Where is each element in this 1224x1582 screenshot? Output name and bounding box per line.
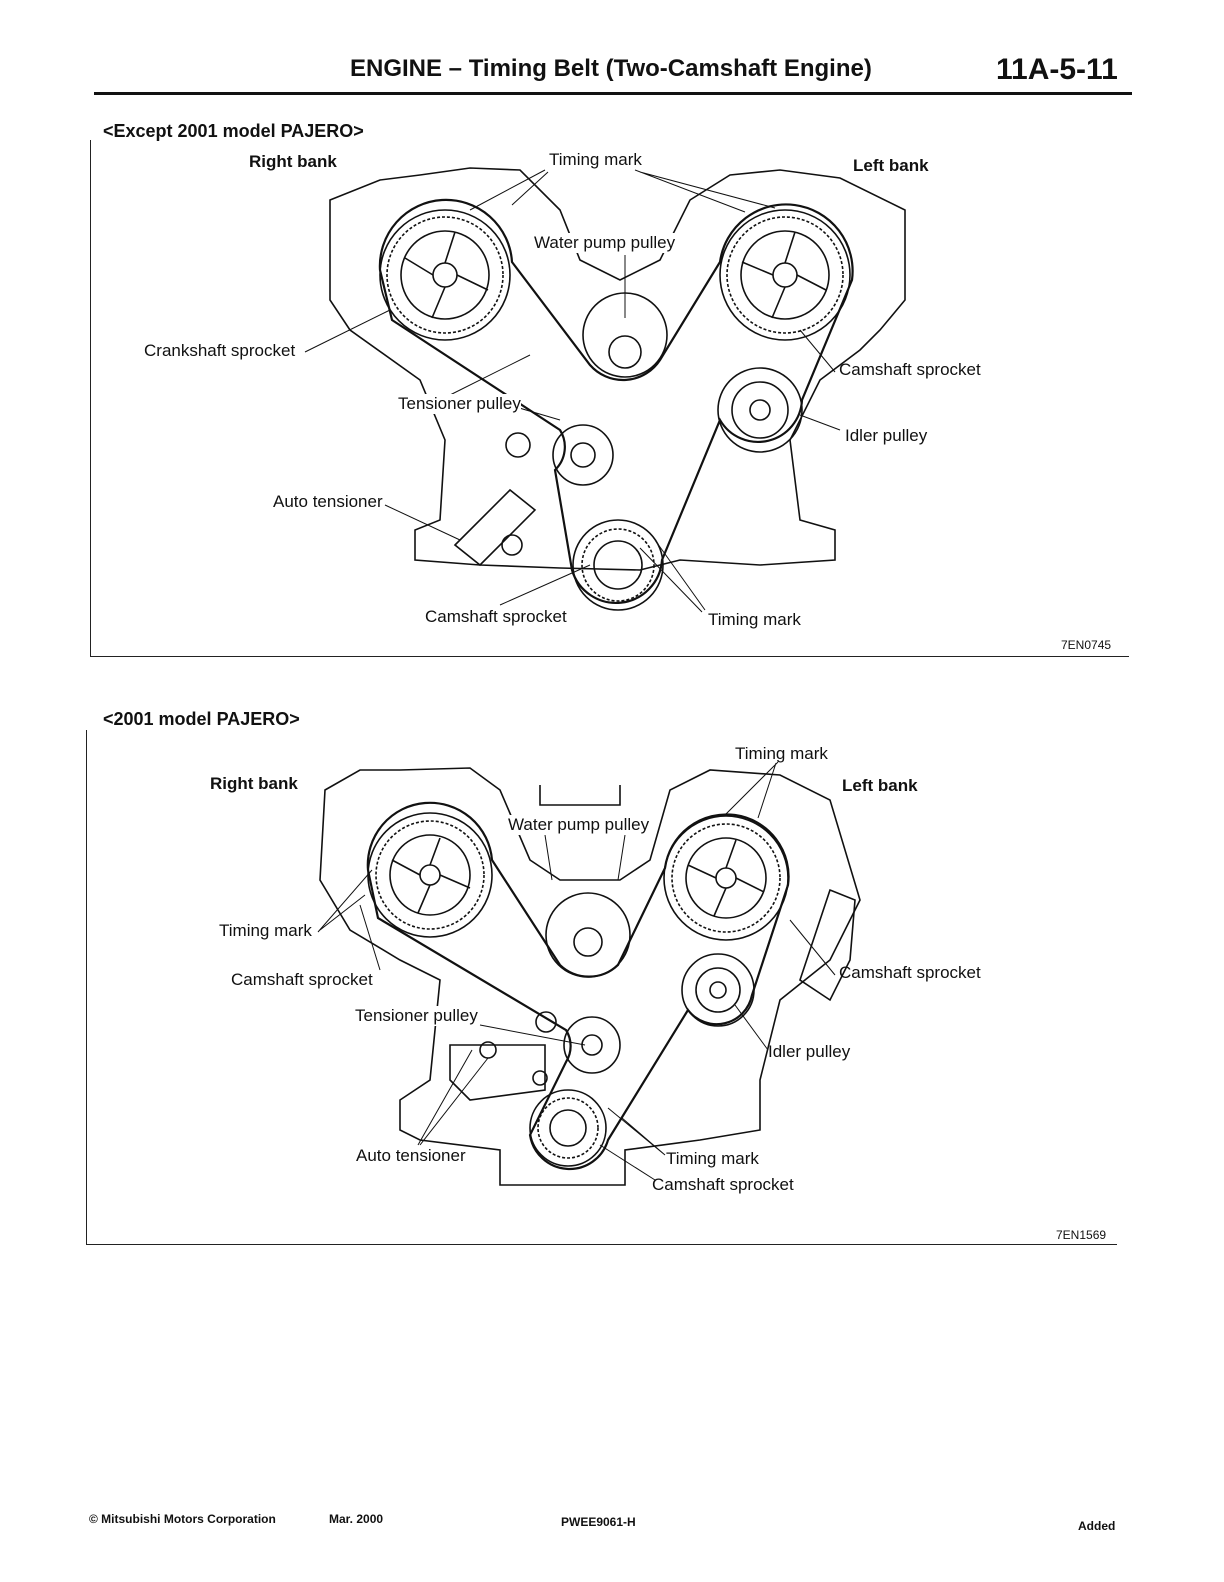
figure1-timing-mark-bottom-label: Timing mark [708,610,801,629]
figure2-timing-mark-bottom-label: Timing mark [666,1149,759,1168]
figure1-code: 7EN0745 [1061,638,1112,652]
right-cam-sprocket [379,209,511,341]
figure2-left-bank-label: Left bank [842,776,918,795]
footer-date: Mar. 2000 [329,1512,384,1526]
auto-tensioner-body [453,488,537,567]
left-cam-sprocket [719,209,851,341]
figure2-code: 7EN1569 [1056,1228,1107,1242]
figure2-camshaft-sprocket-bottom-label: Camshaft sprocket [652,1175,794,1194]
figure2-timing-mark-top-label: Timing mark [735,744,828,763]
figure1-left-bank-label: Left bank [853,156,929,175]
header-rule [94,92,1132,95]
figure2-camshaft-sprocket-left-label: Camshaft sprocket [231,970,373,989]
figure1-frame [90,140,1129,657]
crank-sprocket [572,519,664,611]
figure2-timing-mark-left-label: Timing mark [219,921,312,940]
figure1-auto-tensioner-label: Auto tensioner [273,492,383,511]
timing-belt [378,198,854,604]
footer-doc-id: PWEE9061-H [561,1515,636,1529]
figure1-timing-mark-top-label: Timing mark [549,150,642,169]
figure2-title: <2001 model PAJERO> [103,709,300,729]
left-cam-sprocket-2 [663,815,789,941]
footer-copyright: © Mitsubishi Motors Corporation [89,1512,276,1526]
figure2-idler-pulley-label: Idler pulley [768,1042,851,1061]
figure1-camshaft-sprocket-right-label: Camshaft sprocket [839,360,981,379]
page-title: ENGINE – Timing Belt (Two-Camshaft Engin… [350,55,872,82]
timing-belt-2 [366,801,790,1171]
right-cam-sprocket-2 [367,812,493,938]
figure2-tensioner-pulley-label: Tensioner pulley [355,1006,478,1026]
figure1-title: <Except 2001 model PAJERO> [103,121,364,141]
figure2-right-bank-label: Right bank [210,774,298,793]
tensioner-pulley-2 [563,1016,621,1074]
figure2-auto-tensioner-label: Auto tensioner [356,1146,466,1165]
figure1-idler-pulley-label: Idler pulley [845,426,928,445]
page-number: 11A-5-11 [996,53,1118,86]
tensioner-pulley [552,424,614,486]
footer-status: Added [1078,1519,1116,1533]
figure2-camshaft-sprocket-right-label: Camshaft sprocket [839,963,981,982]
figure2-water-pump-pulley-label: Water pump pulley [508,815,650,835]
figure1-camshaft-sprocket-bottom-label: Camshaft sprocket [425,607,567,626]
crank-sprocket-2 [529,1089,607,1167]
figure1-water-pump-pulley-label: Water pump pulley [534,233,676,253]
auto-tensioner-body-2 [449,1044,546,1101]
figure1-crankshaft-sprocket-label: Crankshaft sprocket [144,341,296,360]
idler-pulley [717,367,803,453]
figure1-right-bank-label: Right bank [249,152,337,171]
engine-block-outline-2 [319,767,861,1186]
figure1-tensioner-pulley-label: Tensioner pulley [398,394,521,414]
figure2-frame [86,730,1117,1245]
